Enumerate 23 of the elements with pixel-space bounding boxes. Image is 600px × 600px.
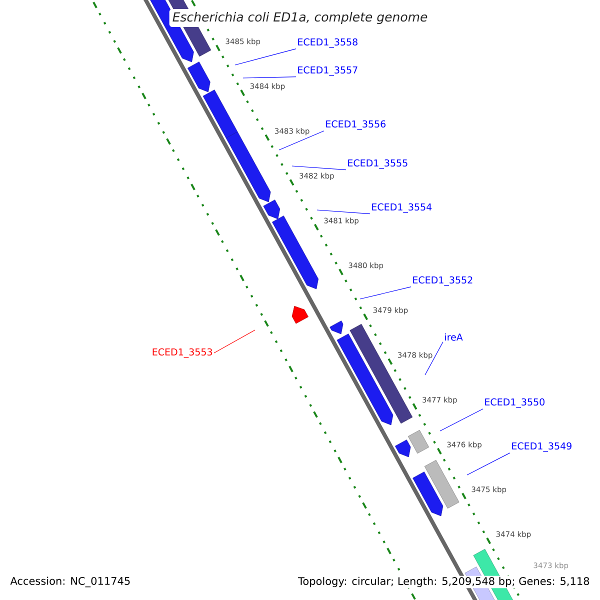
leader-line [466,452,510,476]
leader-line [278,130,324,150]
leader-line [360,286,412,300]
leader-line [242,76,296,78]
gene-label: ECED1_3550 [485,398,544,408]
gene-label: ECED1_3552 [413,276,472,286]
gene-label: ECED1_3556 [326,120,386,130]
leader-line [316,210,370,214]
leader-line [214,330,256,354]
gene-label: ECED1_3557 [298,66,358,76]
gene-label: ECED1_3553 [152,348,212,358]
title: Escherichia coli ED1a, complete genome [169,8,431,28]
gene-label: ECED1_3558 [298,38,358,48]
leader-line [440,408,484,432]
gene-label: ireA [445,333,463,341]
leader-line [424,342,444,376]
leader-line [234,48,296,66]
info-text: Accession: NC_011745 [9,576,132,588]
leader-line [292,166,346,170]
info-text: Topology: circular; Length: 5,209,548 bp; Genes: 5,118 [297,576,591,588]
gene-label: ECED1_3555 [348,159,408,169]
gene-label: ECED1_3549 [512,442,572,452]
gene-label: ECED1_3554 [372,203,432,213]
